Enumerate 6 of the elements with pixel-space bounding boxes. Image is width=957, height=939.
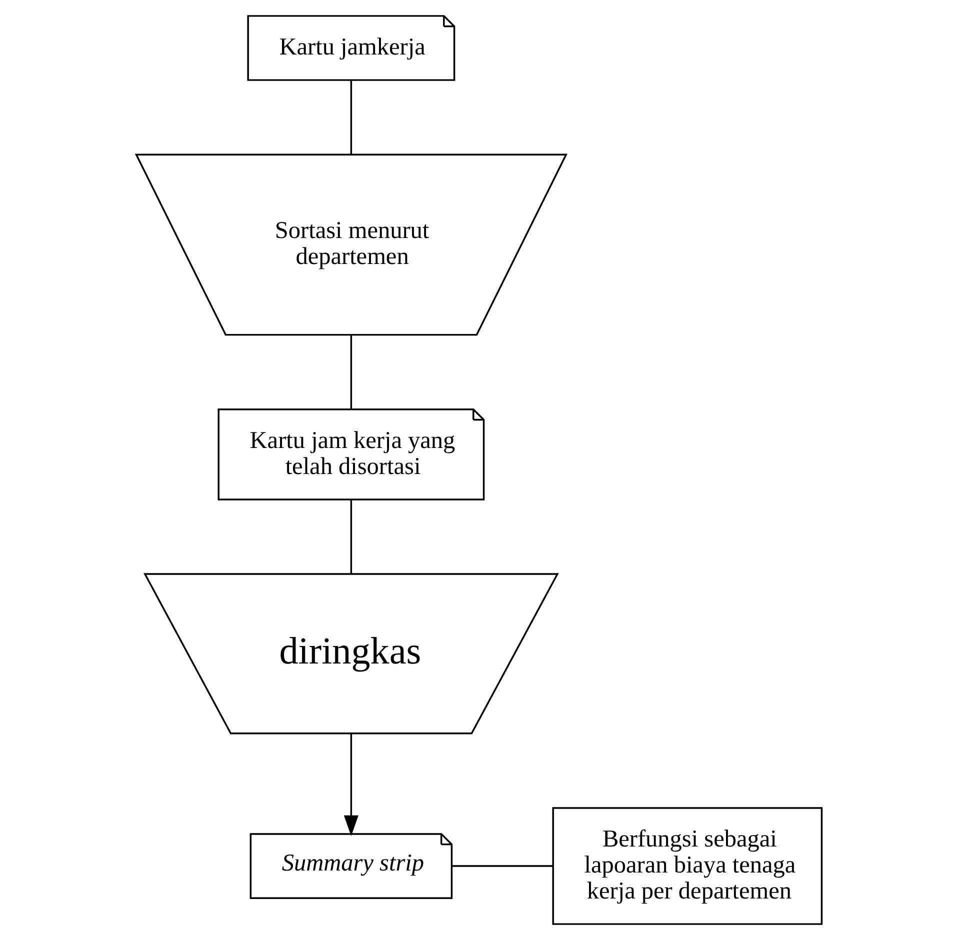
connector xyxy=(452,864,552,866)
connector xyxy=(350,499,352,574)
connector xyxy=(350,80,352,154)
connector xyxy=(350,334,352,408)
arrow xyxy=(343,733,358,836)
node-box: Berfungsi sebagai lapoaran biaya tenaga kerja per departemen xyxy=(552,806,822,924)
